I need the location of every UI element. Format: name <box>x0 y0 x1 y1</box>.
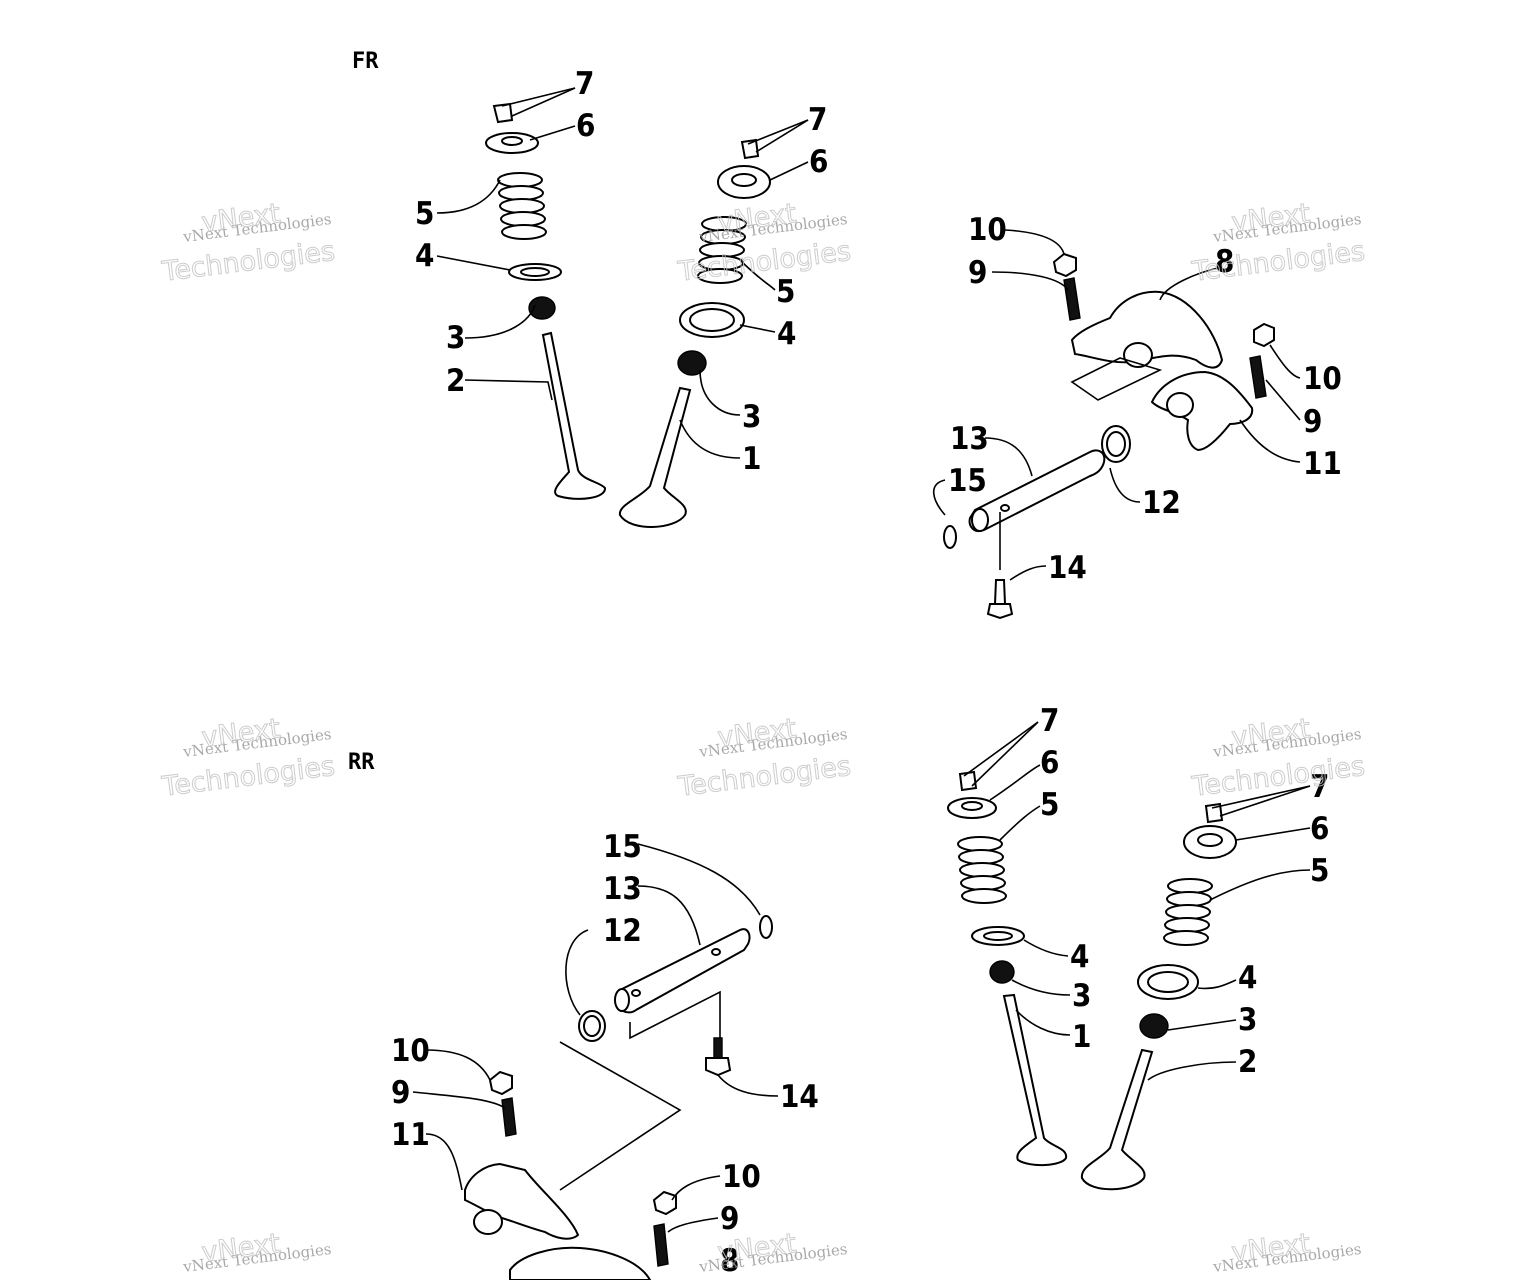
callout-3: 3 <box>742 399 761 435</box>
watermark: vNext Technologies vNext Technologies <box>1189 198 1367 289</box>
callout-5: 5 <box>415 196 434 232</box>
callout-8: 8 <box>1215 244 1234 280</box>
callout-13: 13 <box>950 421 989 457</box>
callout-10: 10 <box>968 212 1007 248</box>
fr-left-valve-assembly <box>436 87 606 500</box>
watermark: vNext Technologies vNext Technologies <box>1189 713 1367 804</box>
callout-9: 9 <box>1303 404 1322 440</box>
callout-11: 11 <box>1303 446 1342 482</box>
callout-15: 15 <box>603 829 642 865</box>
callout-8: 8 <box>720 1243 739 1279</box>
callout-5: 5 <box>1310 853 1329 889</box>
callout-10: 10 <box>722 1159 761 1195</box>
callout-12: 12 <box>1142 485 1181 521</box>
callout-10: 10 <box>1303 361 1342 397</box>
callout-9: 9 <box>968 255 987 291</box>
valve-seal-part <box>528 296 556 320</box>
callout-11: 11 <box>391 1117 430 1153</box>
fr-right-valve-assembly <box>618 119 809 528</box>
callout-10: 10 <box>391 1033 430 1069</box>
watermark: vNext Technologies vNext <box>697 1228 848 1276</box>
callout-1: 1 <box>742 441 761 477</box>
callout-15: 15 <box>948 463 987 499</box>
callout-9: 9 <box>720 1201 739 1237</box>
callout-2: 2 <box>1238 1044 1257 1080</box>
callout-4: 4 <box>777 316 796 352</box>
callout-14: 14 <box>780 1079 819 1115</box>
section-label-front: FR <box>352 49 379 74</box>
rr-rocker-arm-assembly <box>412 843 779 1280</box>
callout-2: 2 <box>446 363 465 399</box>
section-label-rear: RR <box>348 750 375 775</box>
fr-rocker-arm-assembly <box>932 229 1301 620</box>
callout-7: 7 <box>1310 769 1329 805</box>
callout-9: 9 <box>391 1075 410 1111</box>
callout-6: 6 <box>809 144 828 180</box>
callout-1: 1 <box>1072 1019 1091 1055</box>
callout-3: 3 <box>446 320 465 356</box>
valve-spring-part <box>497 172 547 240</box>
valve-keeper-part <box>492 102 514 124</box>
callout-4: 4 <box>415 238 434 274</box>
watermark: vNext Technologies vNext <box>1211 1228 1362 1276</box>
callout-5: 5 <box>1040 787 1059 823</box>
callout-6: 6 <box>1040 745 1059 781</box>
rr-left-valve-assembly <box>947 721 1071 1166</box>
watermark: vNext Technologies vNext <box>181 1228 332 1276</box>
callout-7: 7 <box>1040 703 1059 739</box>
watermark: vNext Technologies vNext Technologies <box>675 713 853 804</box>
intake-valve-part <box>541 331 606 500</box>
callout-6: 6 <box>1310 811 1329 847</box>
callout-3: 3 <box>1072 978 1091 1014</box>
callout-7: 7 <box>575 66 594 102</box>
callout-12: 12 <box>603 913 642 949</box>
callout-4: 4 <box>1070 939 1089 975</box>
callout-13: 13 <box>603 871 642 907</box>
callout-14: 14 <box>1048 550 1087 586</box>
watermark: vNext Technologies vNext Technologies <box>159 713 337 804</box>
callout-3: 3 <box>1238 1002 1257 1038</box>
callout-6: 6 <box>576 108 595 144</box>
watermark: vNext Technologies vNext Technologies <box>159 198 337 289</box>
callout-5: 5 <box>776 274 795 310</box>
callout-4: 4 <box>1238 960 1257 996</box>
watermark: vNext Technologies vNext Technologies <box>675 198 853 289</box>
callout-7: 7 <box>808 102 827 138</box>
rr-right-valve-assembly <box>1080 785 1311 1191</box>
